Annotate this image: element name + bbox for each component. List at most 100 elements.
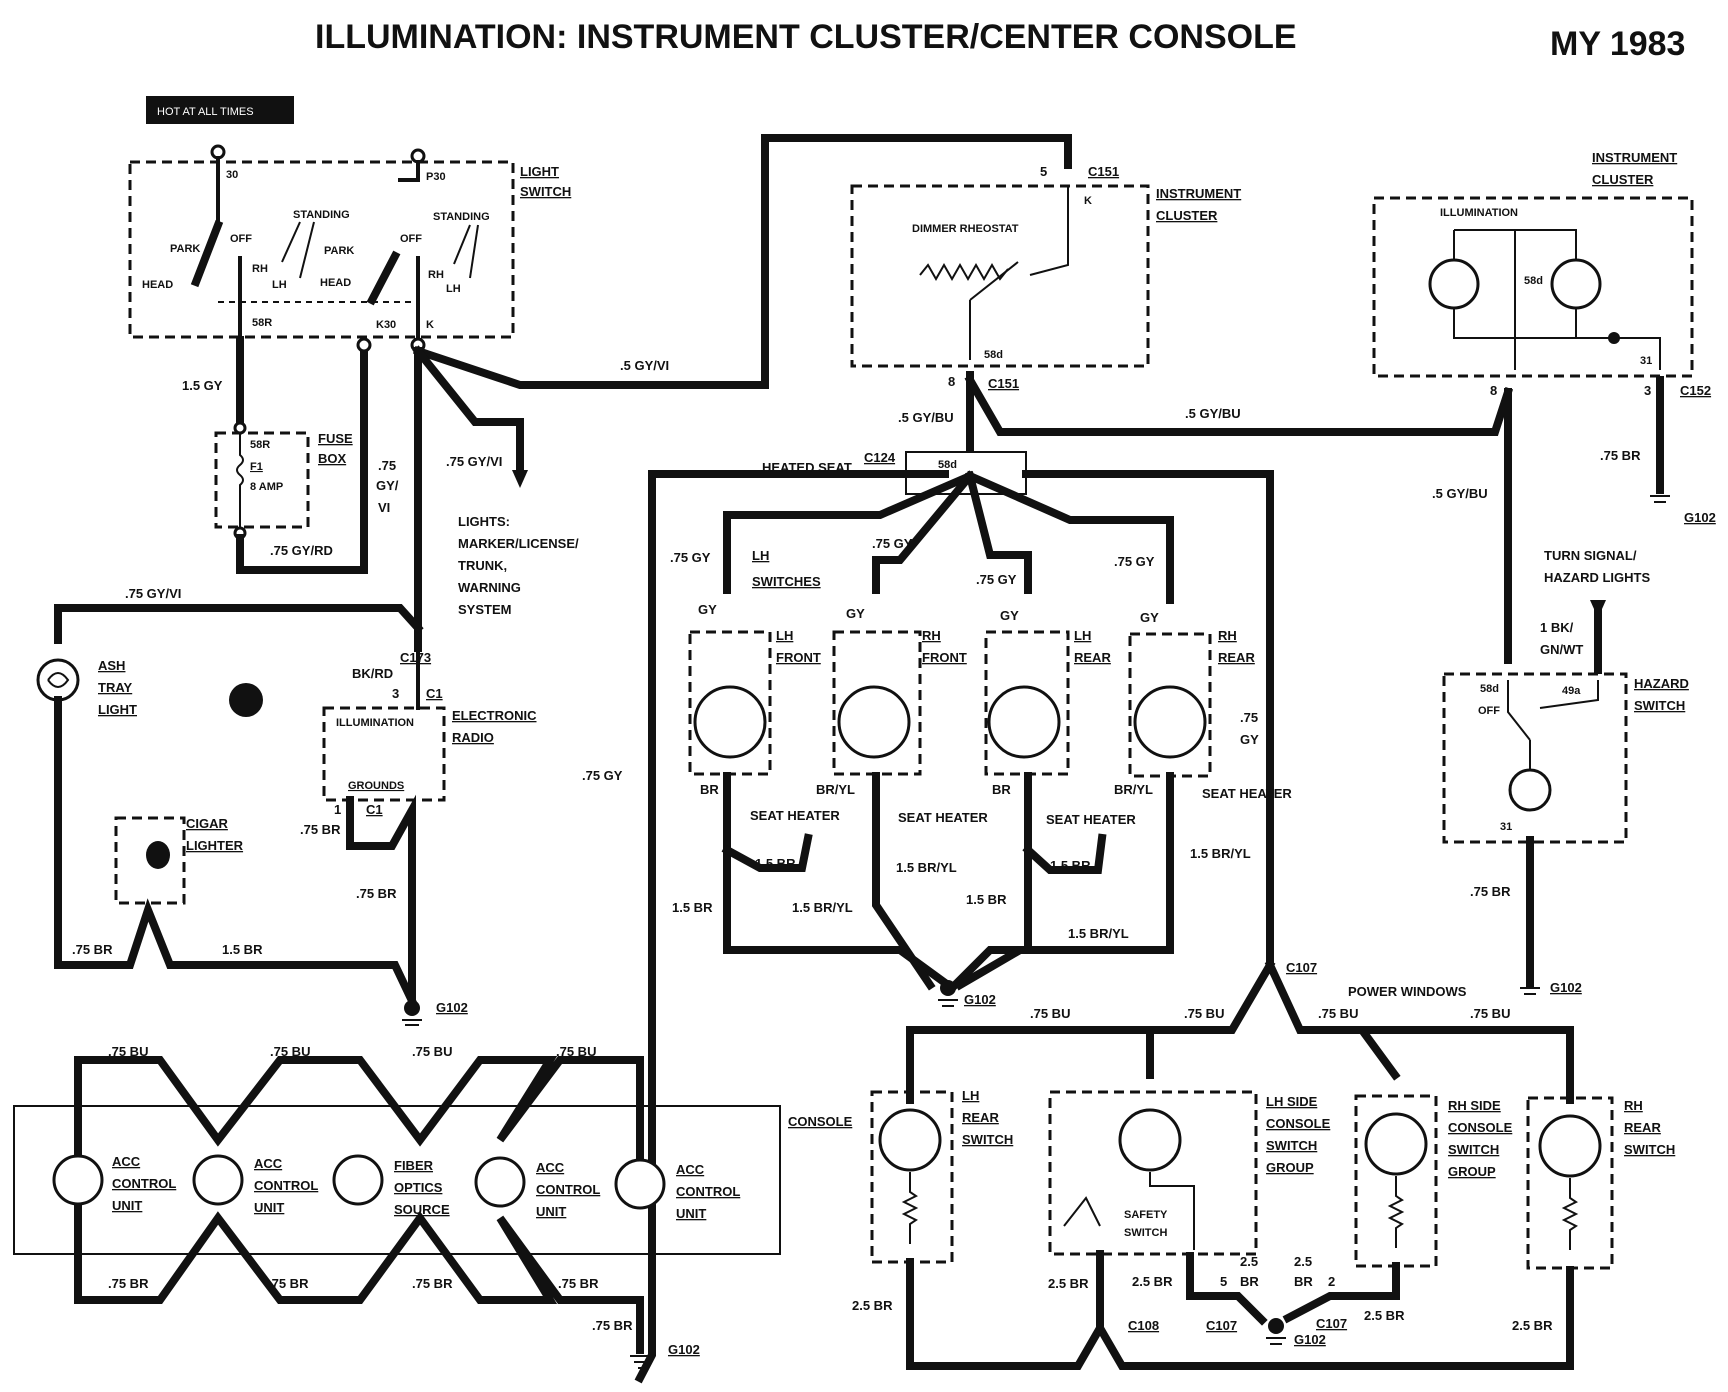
hazard-label-1: HAZARD (1634, 676, 1689, 691)
pw-25br-e: 2.5 BR (1512, 1318, 1553, 1333)
power-windows: C107 POWER WINDOWS .75 BU .75 BU .75 BU … (852, 959, 1675, 1370)
hs-rh-rear-name2: REAR (1218, 650, 1255, 665)
wire-gy: GY/ (376, 478, 399, 493)
pw-25br-d: 2.5 BR (1364, 1308, 1405, 1323)
hs-lh-rear-top-wire: .75 GY (976, 572, 1017, 587)
c1-label: C1 (426, 686, 443, 701)
wire-1-bk: 1 BK/ (1540, 620, 1574, 635)
standing-2: STANDING (433, 211, 490, 223)
console-top-wire-2: .75 BU (270, 1044, 310, 1059)
ic-dimmer-c151-bottom: C151 (988, 376, 1019, 391)
cigar-2: LIGHTER (186, 838, 244, 853)
safety-1: SAFETY (1124, 1209, 1168, 1221)
hazard-31: 31 (1500, 821, 1512, 833)
off-1: OFF (230, 233, 252, 245)
hazard-label-2: SWITCH (1634, 698, 1685, 713)
lights-note-2: MARKER/LICENSE/ (458, 536, 579, 551)
console: CONSOLE .75 BU .75 BU .75 BU .75 BU .75 … (13, 1044, 853, 1354)
term-58r: 58R (252, 317, 272, 329)
pw-bu-1: .75 BU (1030, 1006, 1070, 1021)
console-bottom-wire-1: .75 BR (108, 1276, 149, 1291)
light-switch: LIGHT SWITCH 30 P30 PARK HEAD OFF RH LH … (128, 144, 571, 342)
console-unit-1-l3: UNIT (112, 1198, 142, 1213)
hs-lh-front-heater: SEAT HEATER (750, 808, 840, 823)
rr-side-gy: GY (1240, 732, 1259, 747)
pw-lh-side-4: GROUP (1266, 1160, 1314, 1175)
wire-75-br-radio2: .75 BR (356, 886, 397, 901)
instrument-cluster-dimmer: INSTRUMENT CLUSTER 5 C151 K DIMMER RHEOS… (850, 164, 1241, 368)
ic-dimmer-k: K (1084, 195, 1092, 207)
hazard-switch: TURN SIGNAL/ HAZARD LIGHTS 1 BK/ GN/WT H… (1442, 548, 1689, 844)
ic-dimmer-label-1: INSTRUMENT (1156, 186, 1241, 201)
wire-1-5-br-cigar: 1.5 BR (222, 942, 263, 957)
hazard-58d: 58d (1480, 683, 1499, 695)
light-switch-label-2: SWITCH (520, 184, 571, 199)
console-unit-3-l1: FIBER (394, 1158, 434, 1173)
console-bottom-wire-2: .75 BR (268, 1276, 309, 1291)
ash-tray-1: ASH (98, 658, 125, 673)
hs-lh-front-bottom-wire: BR (700, 782, 719, 797)
radio-label-2: RADIO (452, 730, 494, 745)
diagram-title: ILLUMINATION: INSTRUMENT CLUSTER/CENTER … (315, 18, 1297, 56)
pw-rh-rear-2: REAR (1624, 1120, 1661, 1135)
hs-header-line2: SWITCHES (752, 574, 821, 589)
lh-1: LH (272, 279, 287, 291)
ic-illum-31: 31 (1640, 355, 1652, 367)
hs-rh-rear-name1: RH (1218, 628, 1237, 643)
lh-2: LH (446, 283, 461, 295)
hs-rh-rear-gy: GY (1140, 610, 1159, 625)
pw-rh-side-2: CONSOLE (1448, 1120, 1513, 1135)
dimmer-rheostat: DIMMER RHEOSTAT (912, 223, 1019, 235)
power-windows-title: POWER WINDOWS (1348, 984, 1467, 999)
pw-br-1: BR (1240, 1274, 1259, 1289)
pw-rh-side-1: RH SIDE (1448, 1098, 1501, 1113)
hs-lh-front-gy: GY (698, 602, 717, 617)
console-unit-5-l2: CONTROL (676, 1184, 740, 1199)
c107-top: C107 (1286, 960, 1317, 975)
pw-bu-2: .75 BU (1184, 1006, 1224, 1021)
c124-label: C124 (864, 450, 896, 465)
heated-seat-lh-front: .75 GY GY LH FRONT BR SEAT HEATER 1.5 BR… (670, 550, 840, 915)
pw-25-1: 2.5 (1240, 1254, 1258, 1269)
console-unit-2-l3: UNIT (254, 1200, 284, 1215)
term-30: 30 (226, 169, 238, 181)
ic-illum-c152: C152 (1680, 383, 1711, 398)
console-unit-3-l2: OPTICS (394, 1180, 443, 1195)
console-unit-4: ACC CONTROL UNIT (474, 1156, 600, 1219)
wire-gn-wt: GN/WT (1540, 642, 1583, 657)
term-k: K (426, 319, 434, 331)
console-unit-5-l3: UNIT (676, 1206, 706, 1221)
wire-5-gy-vi: .5 GY/VI (620, 358, 669, 373)
pw-lh-side-1: LH SIDE (1266, 1094, 1318, 1109)
heated-seat-header-1: HEATED SEAT (762, 460, 852, 475)
wire-75-br-radio: .75 BR (300, 822, 341, 837)
fuse-rating: 8 AMP (250, 481, 283, 493)
hs-rh-front-name1: RH (922, 628, 941, 643)
rh-2: RH (428, 269, 444, 281)
g102-console: G102 (668, 1342, 700, 1357)
console-unit-4-l2: CONTROL (536, 1182, 600, 1197)
hs-rh-front-name2: FRONT (922, 650, 967, 665)
light-switch-label-1: LIGHT (520, 164, 559, 179)
hs-lh-rear-name2: REAR (1074, 650, 1111, 665)
hs-lh-front-top-wire: .75 GY (670, 550, 711, 565)
ic-illum-label-1: INSTRUMENT (1592, 150, 1677, 165)
ic-dimmer-pin5: 5 (1040, 164, 1047, 179)
console-unit-5-l1: ACC (676, 1162, 705, 1177)
hs-rh-front-bottom-wire: BR/YL (816, 782, 855, 797)
wire-75-gy-rd: .75 GY/RD (270, 543, 333, 558)
console-unit-1: ACC CONTROL UNIT (52, 1154, 176, 1213)
hs-lh-front-name1: LH (776, 628, 793, 643)
console-unit-1-l1: ACC (112, 1154, 141, 1169)
console-bottom-wire-3: .75 BR (412, 1276, 453, 1291)
wire-75-br-hazard: .75 BR (1470, 884, 1511, 899)
console-unit-2-l2: CONTROL (254, 1178, 318, 1193)
park-2: PARK (324, 245, 354, 257)
console-unit-4-l3: UNIT (536, 1204, 566, 1219)
hs-lh-rear-gy: GY (1000, 608, 1019, 623)
pw-bu-4: .75 BU (1470, 1006, 1510, 1021)
head-1: HEAD (142, 279, 173, 291)
pw-25-2: 2.5 (1294, 1254, 1312, 1269)
hs-rh-front-heater-wire: 1.5 BR/YL (896, 860, 957, 875)
ic-dimmer-pin8: 8 (948, 374, 955, 389)
